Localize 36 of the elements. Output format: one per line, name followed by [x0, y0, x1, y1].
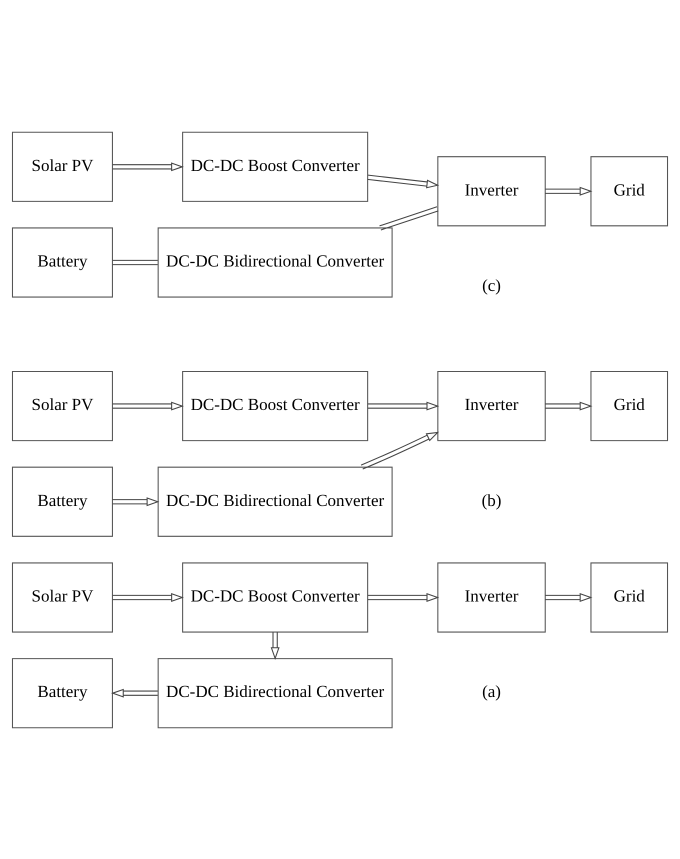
node-box: Battery: [12, 226, 113, 298]
node-box: Inverter: [437, 156, 546, 226]
node-box: Grid: [590, 370, 668, 441]
node-box: Solar PV: [12, 562, 113, 632]
node-box: Inverter: [437, 562, 546, 632]
arrow: [367, 174, 440, 188]
connector: [379, 206, 439, 230]
node-box: Grid: [590, 562, 668, 632]
node-box: DC-DC Bidirectional Converter: [158, 658, 393, 728]
arrow: [368, 401, 440, 410]
node-box: Grid: [590, 156, 668, 226]
node-box: Battery: [12, 658, 113, 728]
arrow: [368, 592, 440, 602]
arrow: [270, 632, 280, 660]
arrow: [112, 162, 184, 171]
node-box: DC-DC Boost Converter: [182, 131, 368, 202]
node-box: DC-DC Boost Converter: [182, 370, 368, 441]
node-box: Battery: [12, 466, 113, 536]
connector: [112, 259, 158, 265]
arrow: [545, 592, 592, 602]
arrow: [112, 401, 184, 410]
arrow: [112, 592, 184, 602]
node-box: Inverter: [437, 370, 546, 441]
arrow: [111, 688, 158, 698]
label: (a): [482, 682, 501, 701]
node-box: Solar PV: [12, 370, 113, 441]
node-box: DC-DC Bidirectional Converter: [158, 466, 393, 536]
label: (c): [482, 276, 501, 295]
arrow: [360, 431, 440, 470]
arrow: [545, 401, 592, 410]
node-box: Solar PV: [12, 131, 113, 202]
arrow: [545, 186, 592, 196]
node-box: DC-DC Bidirectional Converter: [158, 226, 393, 298]
node-box: DC-DC Boost Converter: [182, 562, 368, 632]
label: (b): [482, 490, 502, 510]
arrow: [112, 496, 160, 506]
